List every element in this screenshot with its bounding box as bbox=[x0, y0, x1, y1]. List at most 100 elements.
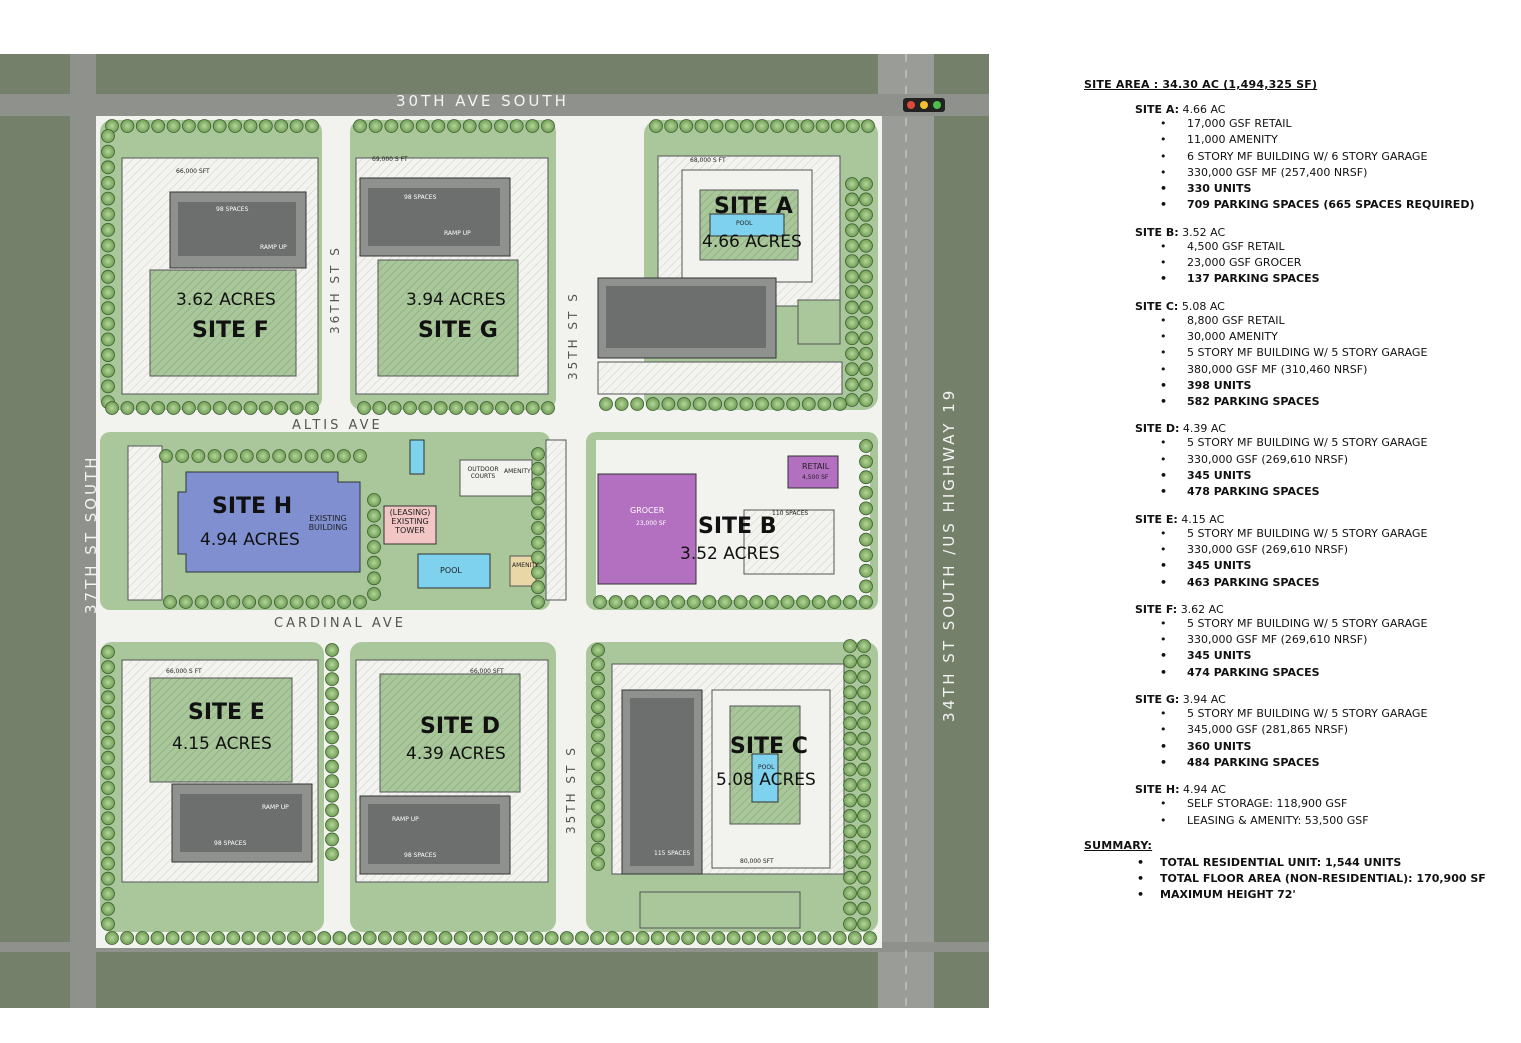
tree-icon bbox=[101, 129, 115, 143]
tree-icon bbox=[857, 886, 871, 901]
tree-icon bbox=[462, 119, 477, 133]
site-entry-items: SELF STORAGE: 118,900 GSFLEASING & AMENI… bbox=[1135, 796, 1514, 829]
tree-icon bbox=[770, 397, 785, 411]
site-e-label: SITE E bbox=[188, 700, 265, 725]
tree-icon bbox=[101, 160, 115, 175]
tree-icon bbox=[591, 643, 605, 657]
site-entry-label: SITE B: bbox=[1135, 225, 1179, 239]
tree-icon bbox=[305, 595, 320, 609]
tree-icon bbox=[755, 119, 769, 133]
tree-icon bbox=[857, 731, 871, 746]
street-35th-st-north: 35TH ST S bbox=[566, 291, 580, 380]
tree-icon bbox=[101, 765, 115, 780]
tree-icon bbox=[101, 886, 115, 901]
site-entry-area: 3.94 AC bbox=[1182, 693, 1226, 707]
tree-icon bbox=[755, 397, 769, 411]
site-entry-item: 345,000 GSF (281,865 NRSF) bbox=[1160, 722, 1514, 739]
tree-icon bbox=[531, 535, 545, 550]
tree-icon bbox=[859, 177, 873, 191]
summary-list: TOTAL RESIDENTIAL UNIT: 1,544 UNITSTOTAL… bbox=[1084, 855, 1514, 904]
tree-icon bbox=[151, 401, 166, 415]
tree-icon bbox=[749, 595, 764, 609]
tree-icon bbox=[591, 742, 605, 757]
site-h-pool: POOL bbox=[440, 566, 462, 575]
tree-icon bbox=[857, 685, 871, 700]
site-entry: SITE B: 3.52 AC4,500 GSF RETAIL23,000 GS… bbox=[1135, 226, 1514, 288]
site-e-ramp: RAMP UP bbox=[262, 804, 289, 811]
site-entry: SITE A: 4.66 AC17,000 GSF RETAIL11,000 A… bbox=[1135, 103, 1514, 214]
tree-icon bbox=[289, 119, 304, 133]
site-entry-area: 5.08 AC bbox=[1181, 299, 1225, 313]
tree-icon bbox=[325, 817, 339, 832]
tree-icon bbox=[608, 595, 623, 609]
tree-icon bbox=[845, 177, 859, 191]
tree-icon bbox=[258, 119, 273, 133]
tree-icon bbox=[120, 119, 135, 133]
summary-section: SUMMARY: TOTAL RESIDENTIAL UNIT: 1,544 U… bbox=[1084, 839, 1514, 904]
tree-icon bbox=[845, 331, 859, 346]
tree-icon bbox=[353, 119, 367, 133]
tree-icon bbox=[859, 285, 873, 299]
site-h-leasing-tower: (LEASING) EXISTING TOWER bbox=[389, 508, 431, 535]
tree-icon bbox=[226, 595, 241, 609]
tree-icon bbox=[857, 639, 871, 653]
tree-icon bbox=[242, 595, 257, 609]
site-entry-item: 582 PARKING SPACES bbox=[1160, 394, 1514, 411]
tree-icon bbox=[614, 397, 629, 411]
tree-icon bbox=[800, 119, 815, 133]
tree-icon bbox=[423, 931, 438, 945]
tree-icon bbox=[857, 870, 871, 885]
tree-icon bbox=[857, 839, 871, 854]
tree-icon bbox=[786, 397, 801, 411]
site-entry-item: 345 UNITS bbox=[1160, 558, 1514, 575]
site-e-sft: 66,000 S FT bbox=[166, 668, 202, 675]
street-37th-st: 37TH ST SOUTH bbox=[82, 454, 100, 615]
tree-icon bbox=[531, 461, 545, 476]
tree-icon bbox=[325, 643, 339, 657]
site-entry-item: 463 PARKING SPACES bbox=[1160, 575, 1514, 592]
tree-icon bbox=[843, 700, 857, 715]
tree-icon bbox=[325, 701, 339, 716]
tree-icon bbox=[859, 563, 873, 578]
tree-icon bbox=[101, 660, 115, 675]
tree-icon bbox=[166, 119, 181, 133]
tree-icon bbox=[305, 401, 319, 415]
tree-icon bbox=[857, 716, 871, 731]
tree-icon bbox=[415, 119, 430, 133]
tree-icon bbox=[859, 331, 873, 346]
tree-icon bbox=[367, 524, 381, 539]
site-entry-area: 3.52 AC bbox=[1182, 225, 1226, 239]
tree-icon bbox=[228, 401, 242, 415]
street-34th-st: 34TH ST SOUTH /US HIGHWAY 19 bbox=[940, 387, 958, 722]
tree-icon bbox=[591, 842, 605, 857]
site-entry-label: SITE H: bbox=[1135, 783, 1180, 797]
tree-icon bbox=[859, 485, 873, 500]
tree-icon bbox=[591, 657, 605, 672]
tree-icon bbox=[857, 669, 871, 684]
tree-icon bbox=[711, 931, 726, 945]
tree-icon bbox=[175, 449, 190, 463]
tree-icon bbox=[271, 931, 286, 945]
tree-icon bbox=[101, 720, 115, 735]
tree-icon bbox=[211, 931, 226, 945]
summary-item: MAXIMUM HEIGHT 72' bbox=[1137, 887, 1514, 904]
tree-icon bbox=[845, 285, 859, 299]
site-b-grocer-sf: 23,000 SF bbox=[636, 520, 667, 527]
site-entry-title: SITE A: 4.66 AC bbox=[1135, 103, 1514, 116]
tree-icon bbox=[620, 931, 635, 945]
site-entry-item: 330 UNITS bbox=[1160, 181, 1514, 198]
tree-icon bbox=[845, 269, 859, 284]
tree-icon bbox=[817, 397, 832, 411]
tree-icon bbox=[859, 346, 873, 361]
tree-icon bbox=[859, 595, 873, 609]
tree-icon bbox=[671, 595, 686, 609]
tree-icon bbox=[843, 917, 857, 931]
site-entry-label: SITE A: bbox=[1135, 103, 1179, 116]
tree-icon bbox=[325, 832, 339, 847]
tree-icon bbox=[212, 401, 227, 415]
tree-icon bbox=[101, 690, 115, 705]
site-entry-item: 5 STORY MF BUILDING W/ 5 STORY GARAGE bbox=[1160, 706, 1514, 723]
site-entry-items: 5 STORY MF BUILDING W/ 5 STORY GARAGE330… bbox=[1135, 526, 1514, 591]
tree-icon bbox=[859, 269, 873, 284]
tree-icon bbox=[843, 595, 857, 609]
